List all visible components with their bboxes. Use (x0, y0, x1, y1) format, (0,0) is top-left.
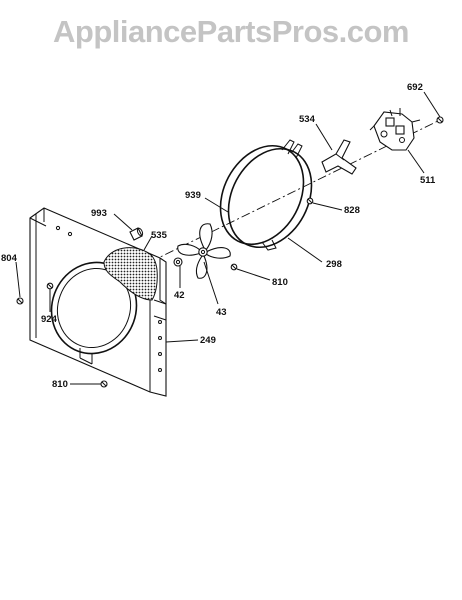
callout-298: 298 (326, 259, 342, 270)
mounting-bracket (321, 139, 357, 175)
screw-810-lower (100, 380, 108, 388)
callout-692: 692 (407, 82, 423, 93)
nut-42 (173, 257, 183, 267)
callout-804: 804 (1, 253, 18, 264)
callout-924: 924 (41, 314, 58, 325)
callout-993: 993 (91, 208, 107, 219)
watermark: AppliancePartsPros.com (53, 14, 409, 49)
screw-828 (306, 197, 314, 205)
spacer-993 (129, 227, 144, 241)
screw-924 (46, 282, 54, 290)
fan-ring (219, 139, 313, 251)
assembly-axis (149, 119, 441, 263)
callout-42: 42 (174, 290, 185, 301)
callout-511: 511 (420, 175, 436, 186)
callout-828: 828 (344, 205, 360, 216)
mesh-grille (103, 247, 158, 301)
callout-810-lower: 810 (52, 379, 68, 390)
screw-804 (16, 297, 24, 305)
callout-939: 939 (185, 190, 201, 201)
callout-534: 534 (299, 114, 316, 125)
leader-lines (15, 91, 441, 385)
screw-692 (436, 116, 444, 124)
callout-43: 43 (216, 307, 227, 318)
callout-810-upper: 810 (272, 277, 288, 288)
screw-810-upper (230, 263, 238, 271)
callout-249: 249 (200, 335, 216, 346)
fan-blade (177, 223, 231, 279)
fan-motor (369, 108, 421, 151)
callout-535: 535 (151, 230, 168, 241)
